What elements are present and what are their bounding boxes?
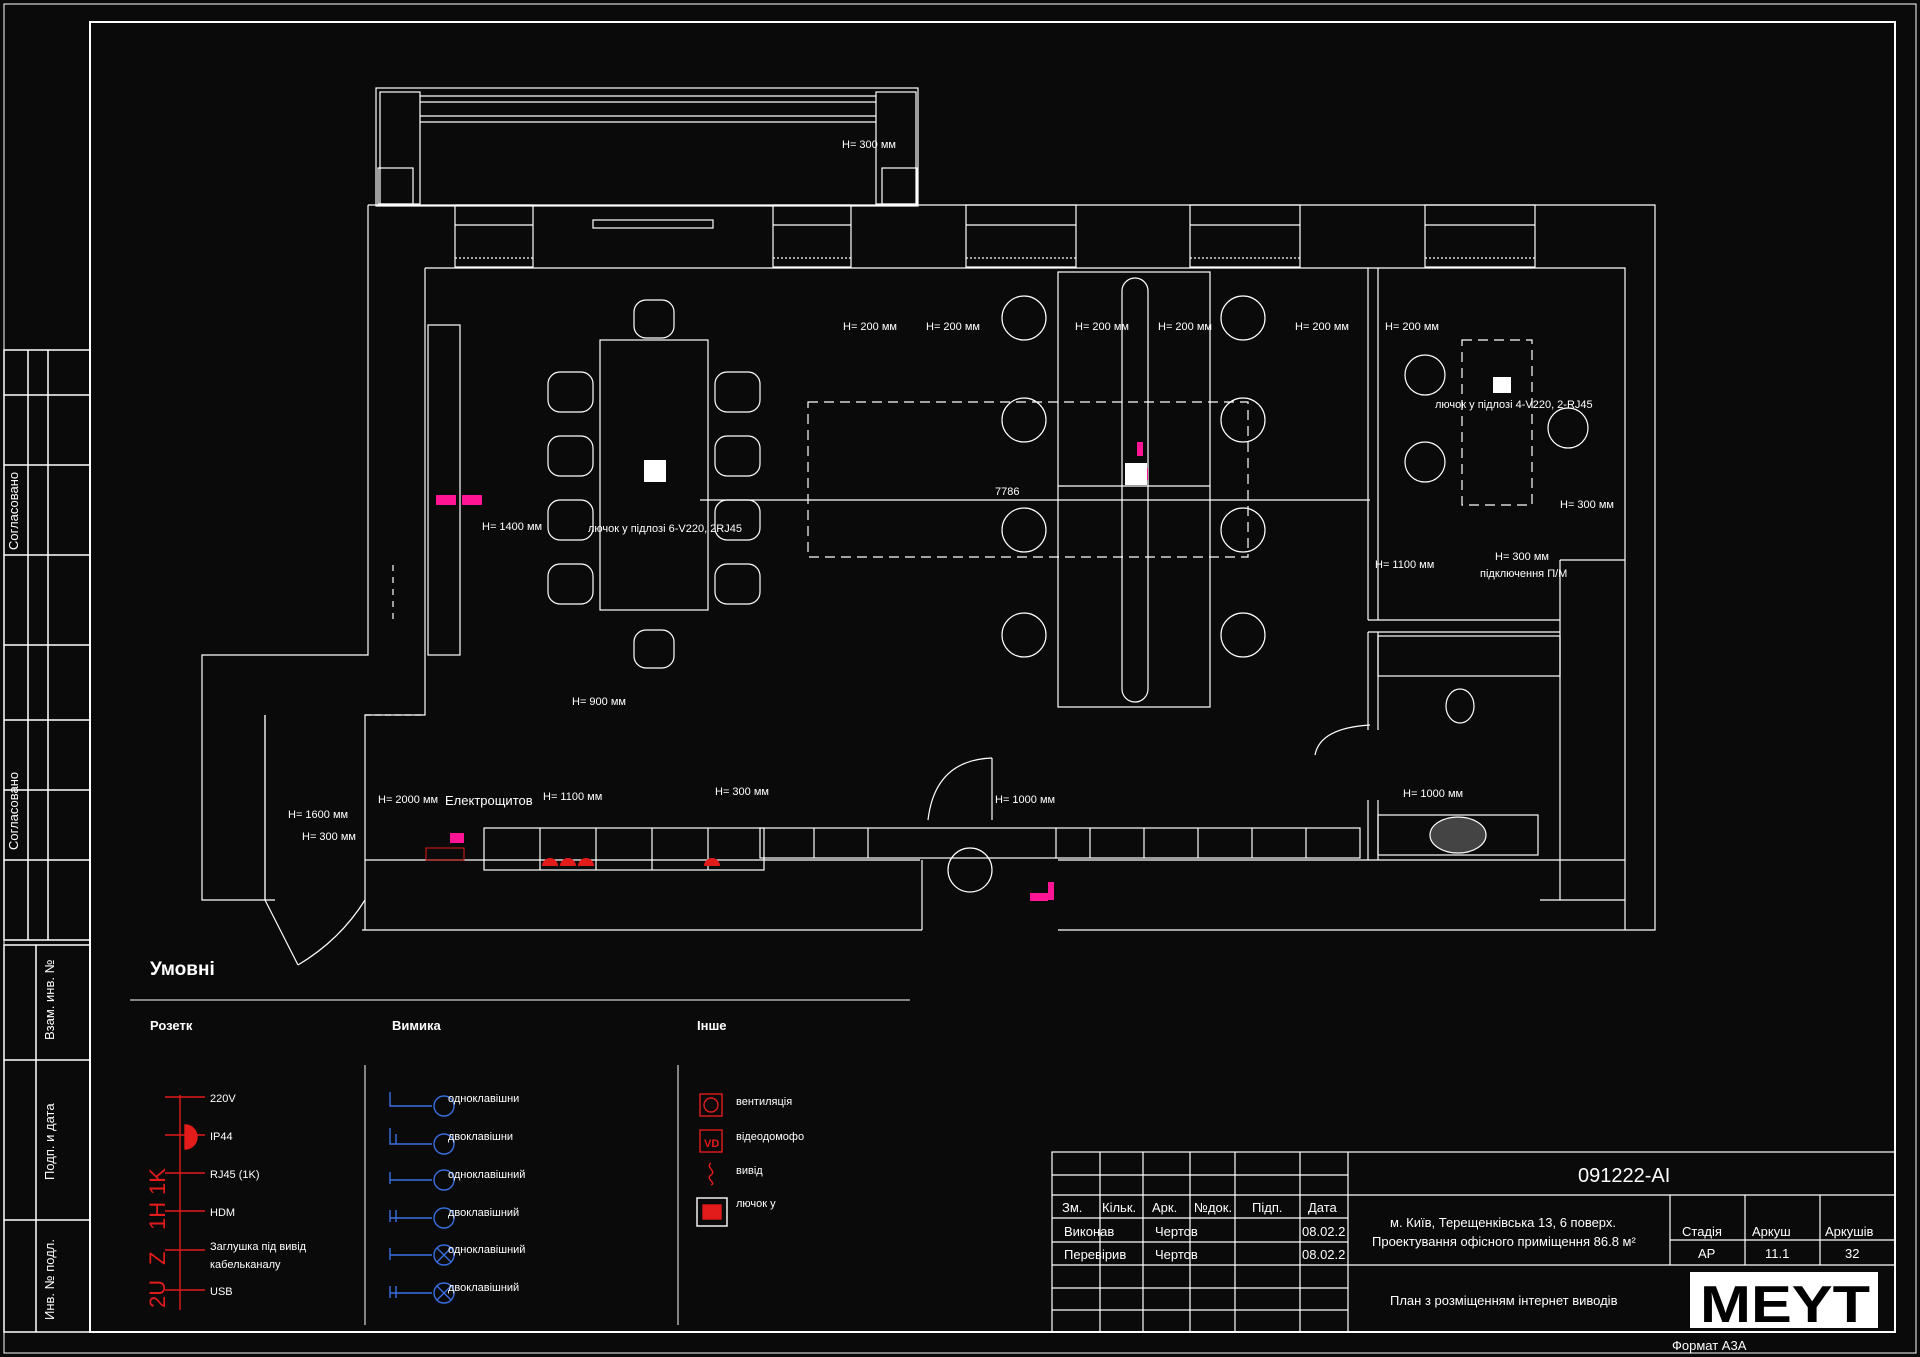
title-role-checked: Перевірив bbox=[1064, 1247, 1126, 1262]
title-project: Проектування офісного приміщення 86.8 м² bbox=[1372, 1234, 1636, 1249]
title-header-sign: Підп. bbox=[1252, 1200, 1282, 1215]
annotation-electrical-panel: Електрощитов bbox=[445, 793, 533, 808]
legend-socket-plug: Заглушка під вивід bbox=[210, 1241, 307, 1253]
title-logo: MEYT bbox=[1700, 1276, 1870, 1334]
title-date-checked: 08.02.2 bbox=[1302, 1247, 1345, 1262]
legend-switch-3: одноклавішний bbox=[448, 1169, 525, 1181]
legend-other-intercom: відеодомофо bbox=[736, 1131, 804, 1143]
title-header-doc: №док. bbox=[1194, 1200, 1232, 1215]
title-logo-box bbox=[1690, 1272, 1878, 1328]
walls bbox=[201, 87, 1656, 966]
annotation-floorbox-left: лючок у підлозі 6-V220, 2RJ45 bbox=[588, 523, 742, 535]
legend-switch-6: двоклавішний bbox=[448, 1282, 519, 1294]
title-name-performed: Чертов bbox=[1155, 1224, 1198, 1239]
legend-code-2u: 2U bbox=[145, 1280, 170, 1308]
furniture bbox=[547, 271, 1589, 893]
title-code: 091222-АІ bbox=[1578, 1165, 1670, 1187]
title-header-sheet: Арк. bbox=[1152, 1200, 1177, 1215]
title-stage: АР bbox=[1698, 1246, 1715, 1261]
side-approved-1: Согласовано bbox=[6, 472, 21, 550]
side-inv-orig: Инв. № подл. bbox=[42, 1239, 57, 1320]
side-sign-date: Подп. и дата bbox=[42, 1103, 57, 1180]
legend-code-1h: 1H bbox=[145, 1202, 170, 1230]
annotation-h1000-wc: H= 1000 мм bbox=[1403, 788, 1463, 800]
annotation-h200-3: H= 200 мм bbox=[1075, 321, 1129, 333]
title-format: Формат А3А bbox=[1672, 1338, 1747, 1353]
legend-switch-1: одноклавішни bbox=[448, 1093, 519, 1105]
red-outlets bbox=[425, 847, 720, 866]
side-exchange-inv: Взам. инв. № bbox=[42, 959, 57, 1040]
plan-annotations: H= 300 мм H= 200 мм H= 200 мм H= 200 мм … bbox=[288, 139, 1614, 843]
annotation-h2000: H= 2000 мм bbox=[378, 794, 438, 806]
legend-socket-220v: 220V bbox=[210, 1093, 236, 1105]
title-date-performed: 08.02.2 bbox=[1302, 1224, 1345, 1239]
legend-switch-4: двоклавішний bbox=[448, 1207, 519, 1219]
legend-socket-symbols bbox=[165, 1095, 205, 1310]
annotation-dim-7786: 7786 bbox=[995, 486, 1019, 498]
legend-socket-usb: USB bbox=[210, 1286, 233, 1298]
annotation-h200-5: H= 200 мм bbox=[1295, 321, 1349, 333]
legend-switch-2: двоклавішни bbox=[448, 1131, 513, 1143]
legend-switch-5: одноклавішний bbox=[448, 1244, 525, 1256]
title-address: м. Київ, Терещенківська 13, 6 поверх. bbox=[1390, 1215, 1616, 1230]
title-sheets-label: Аркушів bbox=[1825, 1224, 1874, 1239]
title-header-qty: Кільк. bbox=[1102, 1200, 1136, 1215]
annotation-h1100-right: H= 1100 мм bbox=[1375, 559, 1434, 571]
title-name-checked: Чертов bbox=[1155, 1247, 1198, 1262]
legend-switch-symbols bbox=[389, 1092, 455, 1304]
legend-socket-codes: 1K 1H Z 2U bbox=[145, 1168, 170, 1308]
title-sheets: 32 bbox=[1845, 1246, 1859, 1261]
annotation-h200-4: H= 200 мм bbox=[1158, 321, 1212, 333]
legend-switches-heading: Вимика bbox=[392, 1018, 441, 1033]
legend-code-z: Z bbox=[145, 1252, 170, 1265]
legend-socket-ip44: IP44 bbox=[210, 1131, 233, 1143]
annotation-floorbox-right: лючок у підлозі 4-V220, 2-RJ45 bbox=[1435, 399, 1593, 411]
title-stage-label: Стадія bbox=[1682, 1224, 1722, 1239]
side-stamp bbox=[3, 349, 91, 1333]
side-approved-2: Согласовано bbox=[6, 772, 21, 850]
annotation-h1000: H= 1000 мм bbox=[995, 794, 1055, 806]
title-block-grid bbox=[1051, 1151, 1896, 1333]
legend-socket-cable: кабельканалу bbox=[210, 1259, 281, 1271]
annotation-h300-top: H= 300 мм bbox=[842, 139, 896, 151]
annotation-h300-kitchen: H= 300 мм bbox=[715, 786, 769, 798]
floor-boxes bbox=[644, 377, 1511, 485]
title-role-performed: Виконав bbox=[1064, 1224, 1114, 1239]
annotation-h300-right: H= 300 мм bbox=[1560, 499, 1614, 511]
title-header-change: Зм. bbox=[1062, 1200, 1082, 1215]
title-sheet: 11.1 bbox=[1765, 1246, 1789, 1261]
annotation-h1100: H= 1100 мм bbox=[543, 791, 602, 803]
annotation-h900: H= 900 мм bbox=[572, 696, 626, 708]
annotation-h300-pm: H= 300 мм bbox=[1495, 551, 1549, 563]
legend-code-1k: 1K bbox=[145, 1168, 170, 1195]
legend-socket-hdm: HDM bbox=[210, 1207, 235, 1219]
annotation-pm-connection: підключення П/М bbox=[1480, 568, 1567, 580]
legend-title: Умовні bbox=[150, 959, 215, 980]
annotation-h1400: H= 1400 мм bbox=[482, 521, 542, 533]
legend-other-heading: Інше bbox=[697, 1018, 727, 1033]
legend-other-floorbox: лючок у bbox=[736, 1198, 776, 1210]
annotation-h200-1: H= 200 мм bbox=[843, 321, 897, 333]
legend-sockets-heading: Розетк bbox=[150, 1018, 193, 1033]
legend-other-outlet: вивід bbox=[736, 1165, 763, 1177]
legend-other-ventilation: вентиляція bbox=[736, 1096, 792, 1108]
annotation-h200-2: H= 200 мм bbox=[926, 321, 980, 333]
title-drawing-title: План з розміщенням інтернет виводів bbox=[1390, 1293, 1618, 1308]
legend-other-symbols bbox=[696, 1093, 728, 1227]
legend-vd-code: VD bbox=[704, 1138, 719, 1150]
annotation-h1600: H= 1600 мм bbox=[288, 809, 348, 821]
annotation-h300-door: H= 300 мм bbox=[302, 831, 356, 843]
legend-socket-rj45: RJ45 (1K) bbox=[210, 1169, 260, 1181]
title-sheet-label: Аркуш bbox=[1752, 1224, 1791, 1239]
annotation-h200-6: H= 200 мм bbox=[1385, 321, 1439, 333]
title-header-date: Дата bbox=[1308, 1200, 1338, 1215]
